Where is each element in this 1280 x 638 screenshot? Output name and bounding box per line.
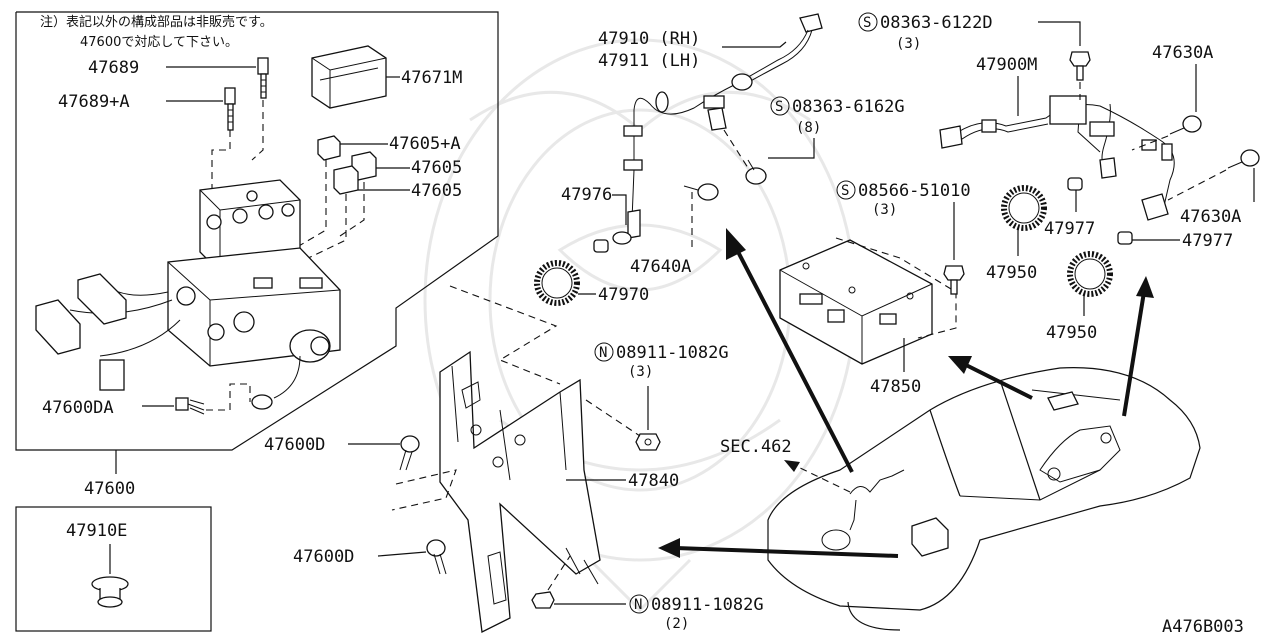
- wheel-sensor-harness-rear-icon: [939, 95, 1175, 221]
- label-47630a-1: 47630A: [1152, 43, 1213, 63]
- label-47600da: 47600DA: [42, 398, 114, 418]
- sensor-rotor-47950-1-icon: [1001, 185, 1047, 231]
- label-47910: 47910 (RH): [598, 29, 700, 49]
- label-47910e: 47910E: [66, 521, 127, 541]
- vehicle-body-icon: [767, 367, 1201, 631]
- sec462-pointer-arrow: [784, 460, 851, 493]
- bolt-47689a-icon: [224, 87, 236, 131]
- s2-symbol: S: [775, 99, 783, 115]
- assembly-frame: [15, 11, 499, 451]
- clip-47910e-icon: [91, 576, 129, 608]
- bolt-47630a-1-icon: [1169, 115, 1202, 135]
- fastener-s2: S 08363-6162G (8): [770, 96, 905, 136]
- note-line-2: 47600で対応して下さい。: [80, 35, 238, 50]
- note-line-1: 注）表記以外の構成部品は非販売です。: [40, 14, 273, 30]
- n2-number: 08911-1082G: [651, 595, 764, 615]
- bushing-47977-1-icon: [1067, 177, 1083, 191]
- location-arrows: [658, 228, 1154, 558]
- nut-n2-icon: [531, 591, 555, 609]
- label-47977-1: 47977: [1044, 219, 1095, 239]
- label-47970: 47970: [598, 285, 649, 305]
- label-47689: 47689: [88, 58, 139, 78]
- label-47605a: 47605+A: [389, 134, 461, 154]
- label-47900m: 47900M: [976, 55, 1037, 75]
- label-sec462: SEC.462: [720, 437, 792, 457]
- diagram-code: A476B003: [1162, 617, 1244, 637]
- label-47600d-2: 47600D: [293, 547, 354, 567]
- label-47976: 47976: [561, 185, 612, 205]
- label-47630a-2: 47630A: [1180, 207, 1241, 227]
- screw-s2-icon: [745, 159, 767, 185]
- label-47950-2: 47950: [1046, 323, 1097, 343]
- fastener-s3: S 08566-51010 (3): [836, 180, 971, 218]
- bolt-s1-icon: [1069, 51, 1091, 81]
- s3-qty: (3): [872, 202, 897, 218]
- relay-47605-2-icon: [333, 165, 359, 195]
- bushing-47977-2-icon: [1117, 231, 1133, 245]
- s1-qty: (3): [896, 36, 921, 52]
- s1-symbol: S: [863, 15, 871, 31]
- label-47950-1: 47950: [986, 263, 1037, 283]
- bolt-47640a-icon: [683, 183, 719, 201]
- label-47640a: 47640A: [630, 257, 691, 277]
- bolt-47600d-1-icon: [399, 435, 420, 471]
- label-47977-2: 47977: [1182, 231, 1233, 251]
- s2-qty: (8): [796, 120, 821, 136]
- fastener-n1: N 08911-1082G (3): [594, 342, 729, 380]
- n2-symbol: N: [634, 597, 642, 613]
- fastener-s1: S 08363-6122D (3): [858, 12, 993, 52]
- bracket-studs-icon: [565, 547, 599, 585]
- relay-47605a-icon: [317, 135, 341, 161]
- bracket-47840-icon: [439, 350, 601, 633]
- label-47605-1: 47605: [411, 158, 462, 178]
- bolt-47600d-2-icon: [426, 539, 447, 575]
- label-47671m: 47671M: [401, 68, 462, 88]
- n1-qty: (3): [628, 364, 653, 380]
- bolt-47630a-2-icon: [1227, 149, 1260, 169]
- label-47605-2: 47605: [411, 181, 462, 201]
- label-47840: 47840: [628, 471, 679, 491]
- wheel-sensor-harness-icon: [612, 13, 823, 245]
- label-47600d-1: 47600D: [264, 435, 325, 455]
- screw-47600da-icon: [175, 397, 205, 415]
- n1-number: 08911-1082G: [616, 343, 729, 363]
- label-47911: 47911 (LH): [598, 51, 700, 71]
- sensor-rotor-47970-icon: [534, 260, 580, 306]
- fastener-n2: N 08911-1082G (2): [629, 594, 764, 632]
- n1-symbol: N: [599, 345, 607, 361]
- control-unit-47850-icon: [779, 239, 933, 365]
- relay-cover-47671m-icon: [311, 45, 387, 109]
- bolt-s3-icon: [943, 265, 965, 295]
- s3-symbol: S: [841, 183, 849, 199]
- sensor-rotor-47950-2-icon: [1067, 251, 1113, 297]
- s3-number: 08566-51010: [858, 181, 971, 201]
- n2-qty: (2): [664, 616, 689, 632]
- bolt-47689-icon: [257, 57, 269, 99]
- s1-number: 08363-6122D: [880, 13, 993, 33]
- hydraulic-unit-icon: [167, 179, 341, 367]
- label-47689a: 47689+A: [58, 92, 130, 112]
- harness-connector-icon: [35, 273, 301, 410]
- s2-number: 08363-6162G: [792, 97, 905, 117]
- clip-box: [15, 506, 212, 632]
- label-47600: 47600: [84, 479, 135, 499]
- bushing-47976-icon: [593, 239, 609, 253]
- nut-n1-icon: [635, 433, 661, 451]
- label-47850: 47850: [870, 377, 921, 397]
